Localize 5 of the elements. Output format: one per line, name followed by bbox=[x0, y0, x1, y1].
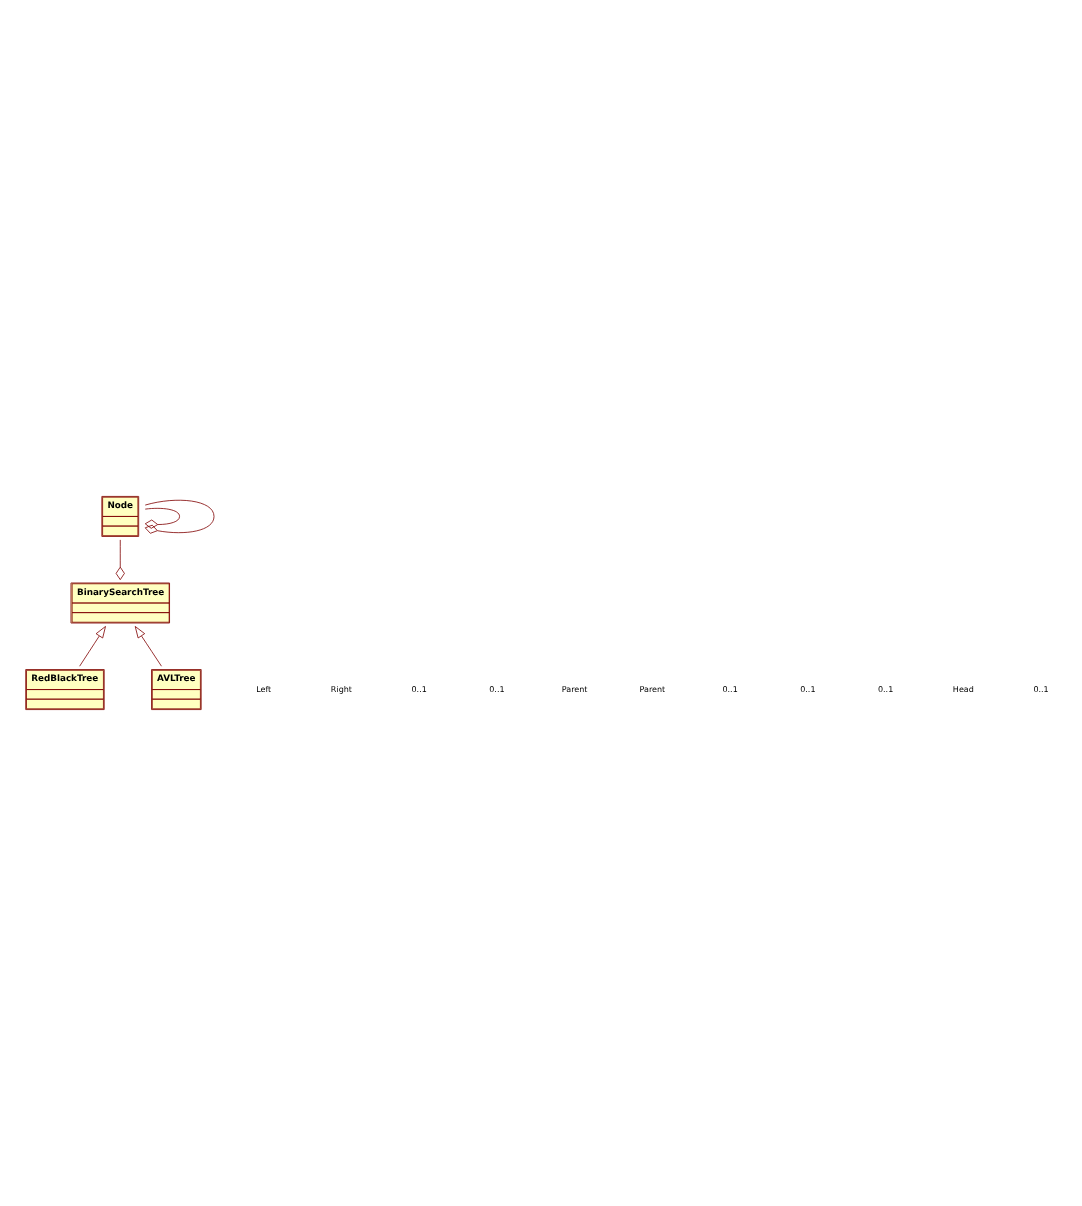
arrow bbox=[134, 626, 162, 667]
arrow bbox=[79, 626, 106, 667]
connector bbox=[144, 499, 215, 534]
connector bbox=[144, 507, 180, 529]
connector bbox=[115, 539, 125, 581]
